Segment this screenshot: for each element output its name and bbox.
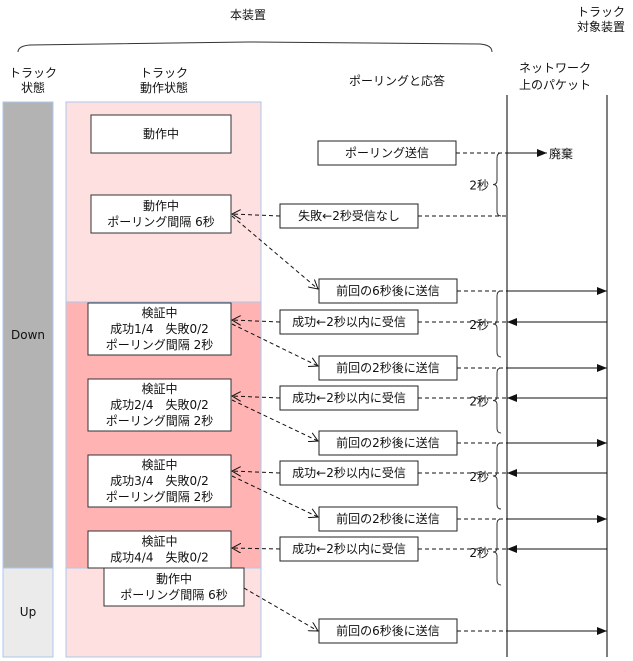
state-box-line: 動作中 xyxy=(156,571,192,586)
transition-arrow xyxy=(232,214,281,216)
state-box-line: 動作中 xyxy=(143,198,179,213)
state-box-line: 検証中 xyxy=(141,381,177,396)
event-label: 失敗←2秒受信なし xyxy=(298,208,400,223)
event-label: 成功←2秒以内に受信 xyxy=(292,542,406,556)
track-state-down-label: Down xyxy=(11,328,45,342)
state-box-line: 成功4/4 失敗0/2 xyxy=(110,550,209,565)
event-label: 前回の2秒後に送信 xyxy=(336,511,440,526)
polling-event: 成功←2秒以内に受信 xyxy=(279,309,607,335)
polling-header: ポーリングと応答 xyxy=(349,73,445,88)
polling-event: 成功←2秒以内に受信 xyxy=(279,536,607,562)
event-label: 前回の6秒後に送信 xyxy=(336,623,440,638)
transition-arrow xyxy=(232,471,281,473)
transition-arrow xyxy=(231,399,318,441)
track-op-header-line1: トラック xyxy=(140,66,188,80)
polling-event: 失敗←2秒受信なし xyxy=(279,203,507,229)
state-box-line: 動作中 xyxy=(143,126,179,141)
state-box-line: ポーリング間隔 2秒 xyxy=(106,414,213,428)
state-box-line: ポーリング間隔 6秒 xyxy=(107,215,214,229)
polling-event: 前回の2秒後に送信 xyxy=(318,506,607,532)
polling-event: 前回の6秒後に送信 xyxy=(318,618,607,644)
track-state-up xyxy=(2,567,54,658)
state-box-line: 検証中 xyxy=(141,457,177,472)
network-header-line1: ネットワーク xyxy=(519,61,591,75)
transition-arrow xyxy=(232,548,281,549)
transition-arrow xyxy=(232,320,281,322)
transition-arrow xyxy=(231,323,318,366)
state-box-line: 成功1/4 失敗0/2 xyxy=(110,321,209,336)
state-box-line: 成功3/4 失敗0/2 xyxy=(110,473,209,488)
target-header-line2: 対象装置 xyxy=(577,20,625,34)
track-state-up-label: Up xyxy=(20,605,36,619)
event-label: 成功←2秒以内に受信 xyxy=(292,466,406,480)
track-op-state-box: 動作中 xyxy=(90,114,232,154)
device-header: 本装置 xyxy=(230,8,266,22)
transition-arrow xyxy=(243,587,318,631)
interval-brace: 2秒 xyxy=(469,152,502,217)
polling-event: 前回の2秒後に送信 xyxy=(318,430,607,456)
polling-event: 前回の6秒後に送信 xyxy=(318,278,607,304)
target-header-line1: トラック xyxy=(577,5,625,19)
state-box-line: 検証中 xyxy=(141,534,177,549)
polling-event: ポーリング送信 廃棄 xyxy=(317,140,573,166)
track-state-header-line2: 状態 xyxy=(21,80,45,95)
state-box-line: ポーリング間隔 2秒 xyxy=(106,338,213,352)
transition-arrow xyxy=(231,475,318,517)
interval-brace: 2秒 xyxy=(469,518,502,586)
polling-event: 成功←2秒以内に受信 xyxy=(279,385,607,411)
event-label: 前回の2秒後に送信 xyxy=(336,435,440,450)
device-brace xyxy=(17,41,493,53)
network-header-line2: 上のパケット xyxy=(519,78,591,92)
state-box-line: 検証中 xyxy=(141,305,177,320)
event-label: 前回の2秒後に送信 xyxy=(336,360,440,375)
state-box-line: ポーリング間隔 2秒 xyxy=(106,490,213,504)
interval-label: 2秒 xyxy=(469,470,489,484)
interval-brace: 2秒 xyxy=(469,442,502,510)
transition-arrow xyxy=(232,396,281,398)
track-state-header-line1: トラック xyxy=(9,66,57,80)
event-label: 成功←2秒以内に受信 xyxy=(292,315,406,329)
interval-label: 2秒 xyxy=(469,318,489,332)
interval-label: 2秒 xyxy=(469,395,489,409)
event-label: ポーリング送信 xyxy=(345,145,429,160)
track-state-down xyxy=(2,101,54,569)
polling-event: 成功←2秒以内に受信 xyxy=(279,460,607,486)
polling-event: 前回の2秒後に送信 xyxy=(318,355,607,381)
state-box-line: ポーリング間隔 6秒 xyxy=(120,588,227,602)
interval-brace: 2秒 xyxy=(469,290,502,358)
track-op-header-line2: 動作状態 xyxy=(140,80,188,95)
interval-label: 2秒 xyxy=(469,179,489,193)
interval-brace: 2秒 xyxy=(469,367,502,434)
event-label: 成功←2秒以内に受信 xyxy=(292,391,406,405)
event-label: 前回の6秒後に送信 xyxy=(336,283,440,298)
discard-label: 廃棄 xyxy=(549,146,573,161)
state-box-line: 成功2/4 失敗0/2 xyxy=(110,397,209,412)
interval-label: 2秒 xyxy=(469,546,489,560)
transition-arrow xyxy=(231,215,318,289)
